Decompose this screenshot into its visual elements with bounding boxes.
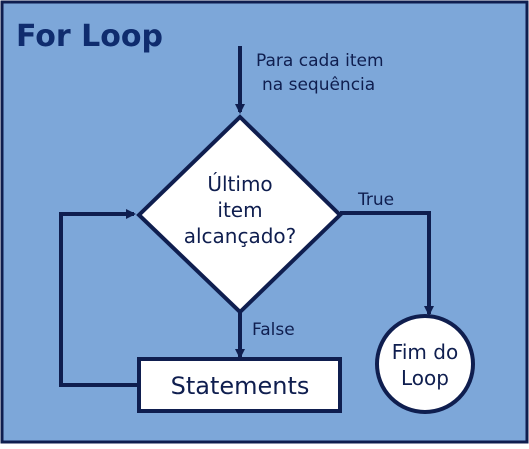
decision-text-line-2: item (217, 198, 262, 222)
loop-back-arrow (59, 209, 139, 387)
statements-label: Statements (171, 372, 310, 400)
true-branch-arrow (340, 211, 434, 316)
decision-text-line-1: Último (207, 172, 272, 196)
end-loop-circle (375, 314, 475, 414)
diagram-title: For Loop (16, 19, 163, 54)
entry-label-line-1: Para cada item (256, 51, 384, 71)
end-loop-text-line-1: Fim do (392, 340, 458, 364)
decision-text-line-3: alcançado? (184, 224, 297, 248)
entry-label-line-2: na sequência (262, 75, 375, 95)
end-loop-text-line-2: Loop (401, 366, 449, 390)
true-label: True (357, 190, 394, 210)
false-label: False (252, 320, 295, 340)
